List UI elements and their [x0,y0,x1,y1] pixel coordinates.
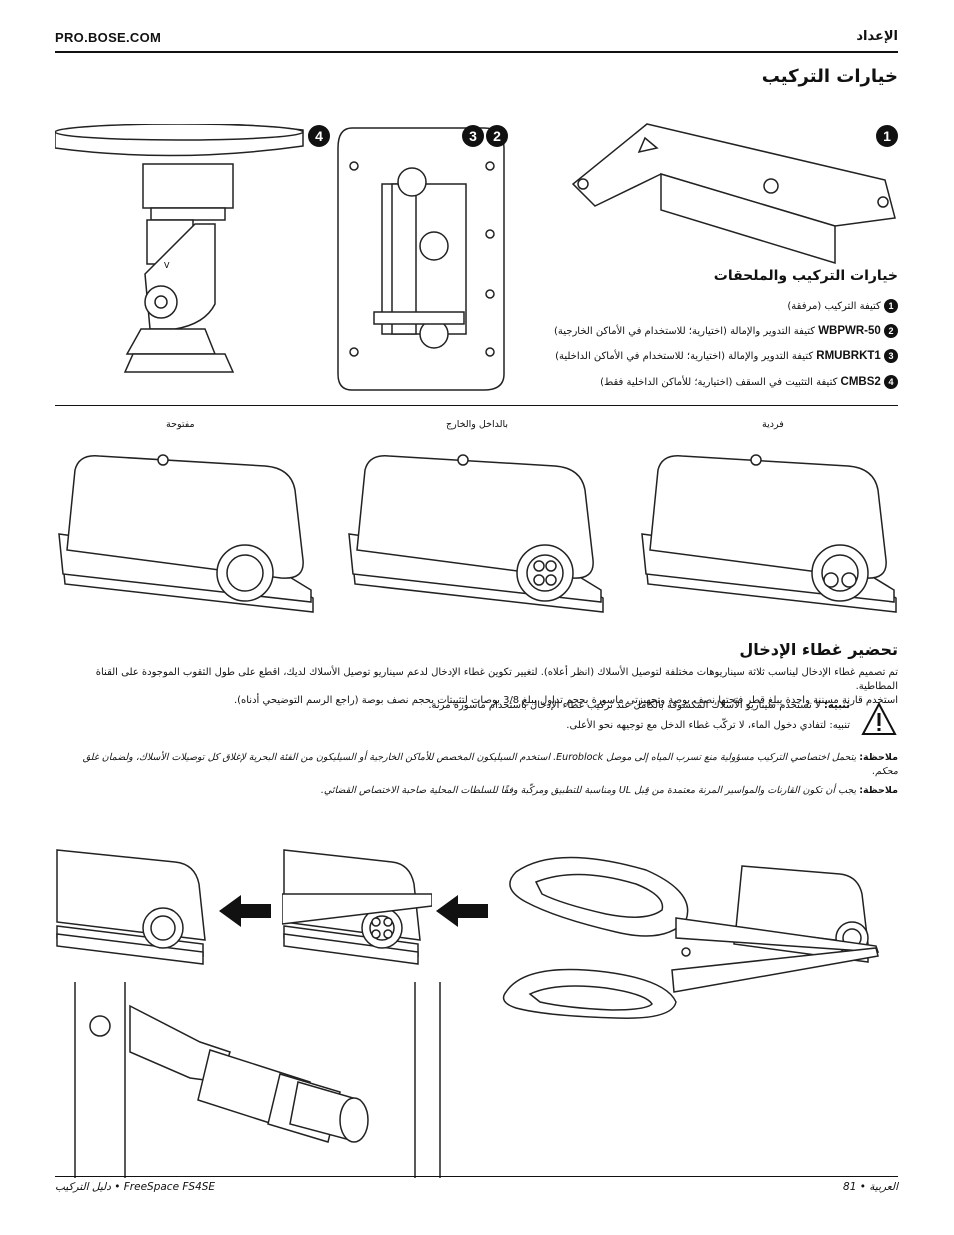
ceiling-mount-illustration: V [55,124,304,373]
note-2: ملاحظة: يجب أن تكون القارنات والمواسير ا… [55,784,898,798]
u-bracket-illustration [571,123,896,265]
option-2-code: WBPWR-50 [818,325,881,337]
option-2-badge: 2 [884,324,898,338]
option-4: 4 CMBS2 كتيفة التثبيت في السقف (اختيارية… [600,375,898,389]
cover-in-out-illustration [348,454,604,613]
callout-2: 2 [486,125,508,147]
section-title: الإعداد [856,29,898,44]
cover-paragraph-line1: تم تصميم غطاء الإدخال ليناسب ثلاثة سينار… [95,667,898,692]
option-2: 2 WBPWR-50 كتيفة التدوير والإمالة (اختيا… [554,324,898,338]
cover-paragraph: تم تصميم غطاء الإدخال ليناسب ثلاثة سينار… [55,666,898,708]
callout-3: 3 [462,125,484,147]
caution-2-text: لتفادي دخول الماء، لا تركّب غطاء الدخل م… [566,720,827,731]
option-3-badge: 3 [884,349,898,363]
accessories-subtitle: خيارات التركيب والملحقات [713,268,898,284]
option-4-code: CMBS2 [840,376,881,388]
arrow-left-icon [219,895,271,927]
svg-text:V: V [164,261,170,270]
footer-rule [55,1176,898,1177]
caption-in-out: بالداخل والخارج [446,419,509,430]
cover-single-illustration [641,454,897,613]
option-3-text: كتيفة التدوير والإمالة (اختيارية؛ للاستخ… [555,351,814,362]
cover-open-illustration [58,454,314,613]
option-3-code: RMUBRKT1 [816,350,881,362]
note-2-text: يجب أن تكون القارنات والمواسير المرنة مع… [320,785,857,796]
page-title: خيارات التركيب [761,66,898,87]
note-2-label: ملاحظة: [859,785,898,796]
site-url[interactable]: PRO.BOSE.COM [55,30,162,45]
option-3: 3 RMUBRKT1 كتيفة التدوير والإمالة (اختيا… [555,349,898,363]
cover-cut-illustration [282,849,432,965]
footer-guide: دليل التركيب • FreeSpace FS4SE [55,1181,216,1193]
section-rule [55,405,898,406]
note-1-line2: محكم. [872,766,898,777]
warning-icon [861,702,897,735]
callout-1: 1 [876,125,898,147]
caption-open: مفتوحة [166,419,195,430]
header-rule [55,51,898,53]
cover-paragraph-line2: استخدم قارنة مسننة واحدة يبلغ قطر فتحتها… [233,695,898,706]
caution-2-label: تنبيه: [829,720,850,731]
note-1-label: ملاحظة: [859,752,898,763]
caution-1: تنبيه: لا تستخدم سيناريو الأسلاك المكشوف… [428,700,850,711]
option-2-text: كتيفة التدوير والإمالة (اختيارية؛ للاستخ… [554,326,815,337]
scissors-illustration [502,856,880,1019]
option-1-badge: 1 [884,299,898,313]
caption-single: فردية [762,419,784,430]
callout-4: 4 [308,125,330,147]
wall-mount-illustration [337,127,505,391]
arrow-left-icon-2 [436,895,488,927]
cover-section-title: تحضير غطاء الإدخال [739,640,898,659]
note-1: ملاحظة: يتحمل اختصاصي التركيب مسؤولية من… [55,751,898,779]
caution-1-label: تنبيه: [823,700,850,711]
caution-1-text: لا تستخدم سيناريو الأسلاك المكشوفة بالكا… [428,700,821,711]
footer-page: العربية • 81 [843,1181,898,1193]
option-4-text: كتيفة التثبيت في السقف (اختيارية؛ للأماك… [600,377,838,388]
cover-conduit-illustration [56,849,206,965]
option-1: 1 كتيفة التركيب (مرفقة) [787,299,898,313]
installed-conduit-illustration [74,982,441,1178]
note-1-line1: يتحمل اختصاصي التركيب مسؤولية منع تسرب ا… [82,752,857,763]
caution-2: تنبيه: لتفادي دخول الماء، لا تركّب غطاء … [566,720,850,731]
option-1-text: كتيفة التركيب (مرفقة) [787,301,881,312]
option-4-badge: 4 [884,375,898,389]
